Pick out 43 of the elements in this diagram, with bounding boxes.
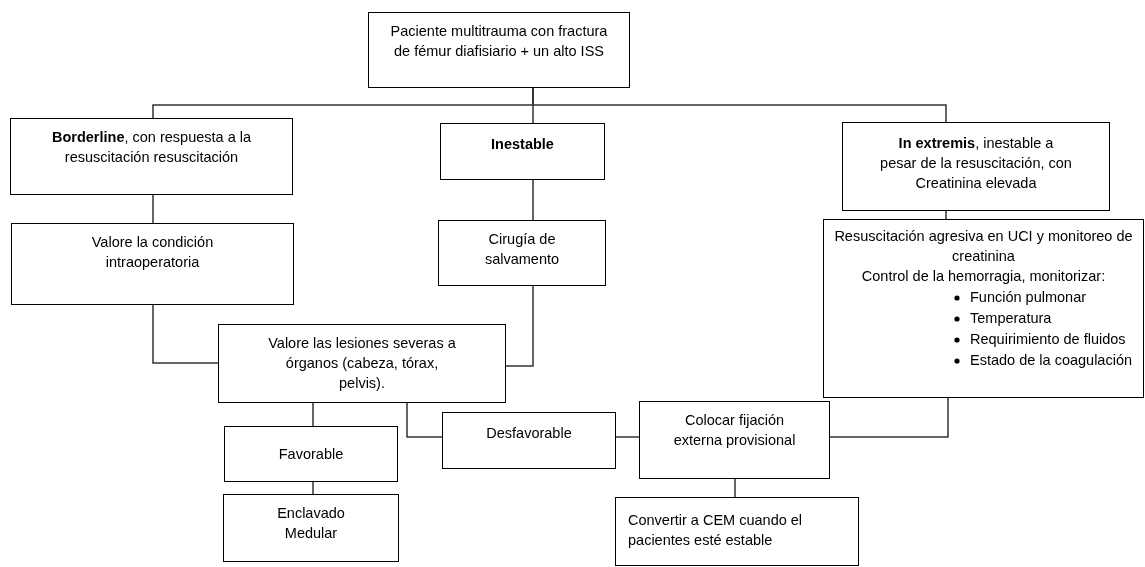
outcome-box: [224, 426, 398, 482]
connector-line: [152, 304, 219, 364]
process-box: [438, 220, 606, 286]
connector-line: [406, 402, 443, 438]
connector-line: [152, 194, 154, 224]
node-text: Colocar fijación externa provisional: [672, 411, 797, 450]
process-box: [218, 324, 506, 403]
process-box: [823, 219, 1144, 398]
bullet-item: Estado de la coagulación: [970, 351, 1133, 370]
node-text: Borderline, con respuesta a la resuscitación resuscitación: [50, 128, 253, 167]
process-box: [223, 494, 399, 562]
bullet-item: Función pulmonar: [970, 288, 1087, 307]
node-text: Cirugía de salvamento: [483, 230, 561, 269]
node-text: Enclavado Medular: [276, 504, 346, 543]
node-text: Resuscitación agresiva en UCI y monitoreo de creatinina: [833, 227, 1134, 266]
condition-box: [440, 123, 605, 180]
node-text: Favorable: [277, 445, 345, 464]
node-text: Valore la condición intraoperatoria: [90, 233, 215, 272]
start-box: [368, 12, 630, 88]
connector-line: [312, 402, 314, 427]
bullet-item: Requirimiento de fluidos: [970, 330, 1126, 349]
connector-line: [505, 285, 534, 367]
connector-line: [734, 478, 736, 498]
condition-box: [842, 122, 1110, 211]
node-text: Paciente multitrauma con fractura de fémur diafisiario + un alto ISS: [389, 22, 609, 61]
outcome-box: [442, 412, 616, 469]
process-box: [11, 223, 294, 305]
connector-line: [829, 397, 949, 438]
node-text: Convertir a CEM cuando el pacientes esté estable: [627, 511, 804, 550]
node-text: Control de la hemorragia, monitorizar:: [860, 267, 1107, 286]
process-box: [615, 497, 859, 566]
bullet-item: Temperatura: [970, 309, 1052, 328]
node-text: Inestable: [490, 135, 555, 154]
connector-line: [312, 481, 314, 495]
condition-box: [10, 118, 293, 195]
connector-line: [532, 179, 534, 221]
connector-line: [532, 87, 947, 123]
connector-line: [615, 436, 640, 438]
process-box: [639, 401, 830, 479]
node-text: In extremis, inestable a pesar de la resuscitación, con Creatinina elevada: [879, 134, 1073, 193]
node-text: Desfavorable: [485, 424, 573, 443]
node-text: Valore las lesiones severas a órganos (cabeza, tórax, pelvis).: [267, 334, 457, 393]
connector-line: [945, 210, 947, 220]
